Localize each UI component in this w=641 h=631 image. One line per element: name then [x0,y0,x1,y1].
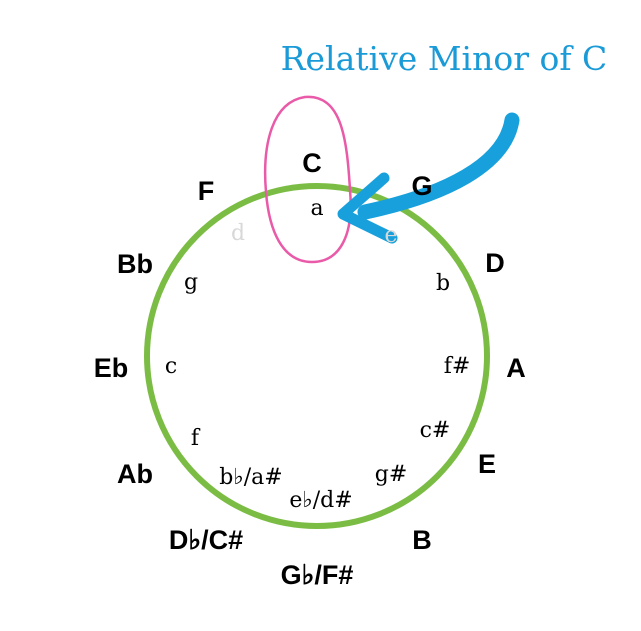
major-key-gb-fsharp: G♭/F# [281,560,354,590]
minor-key-d: d [231,221,245,246]
circle-of-fifths-ring [144,183,490,529]
major-key-c: C [302,148,322,178]
minor-key-eb-dsharp: e♭/d# [289,488,352,513]
minor-key-gsharp: g# [375,462,408,487]
minor-key-bb-asharp: b♭/a# [219,465,282,490]
major-key-g: G [411,171,432,201]
major-key-bb: Bb [117,249,153,279]
minor-key-f: f [191,426,201,451]
minor-key-c: c [165,354,177,379]
diagram-title: Relative Minor of C [281,39,608,78]
major-key-eb: Eb [94,353,129,383]
highlight-loop [263,95,352,264]
minor-key-b: b [436,271,450,296]
major-key-f: F [198,176,215,206]
minor-key-g: g [184,270,198,295]
major-key-e: E [478,449,496,479]
minor-key-e: e [384,223,397,248]
arrow-shaft [357,112,520,220]
arrow-head [337,172,398,244]
major-key-d: D [485,248,505,278]
major-key-a: A [506,353,526,383]
major-key-b: B [412,525,432,555]
minor-key-a: a [310,196,323,221]
major-key-ab: Ab [117,459,153,489]
major-key-db-csharp: D♭/C# [169,525,243,555]
minor-key-csharp: c# [420,418,451,443]
minor-key-fsharp: f# [444,354,471,379]
